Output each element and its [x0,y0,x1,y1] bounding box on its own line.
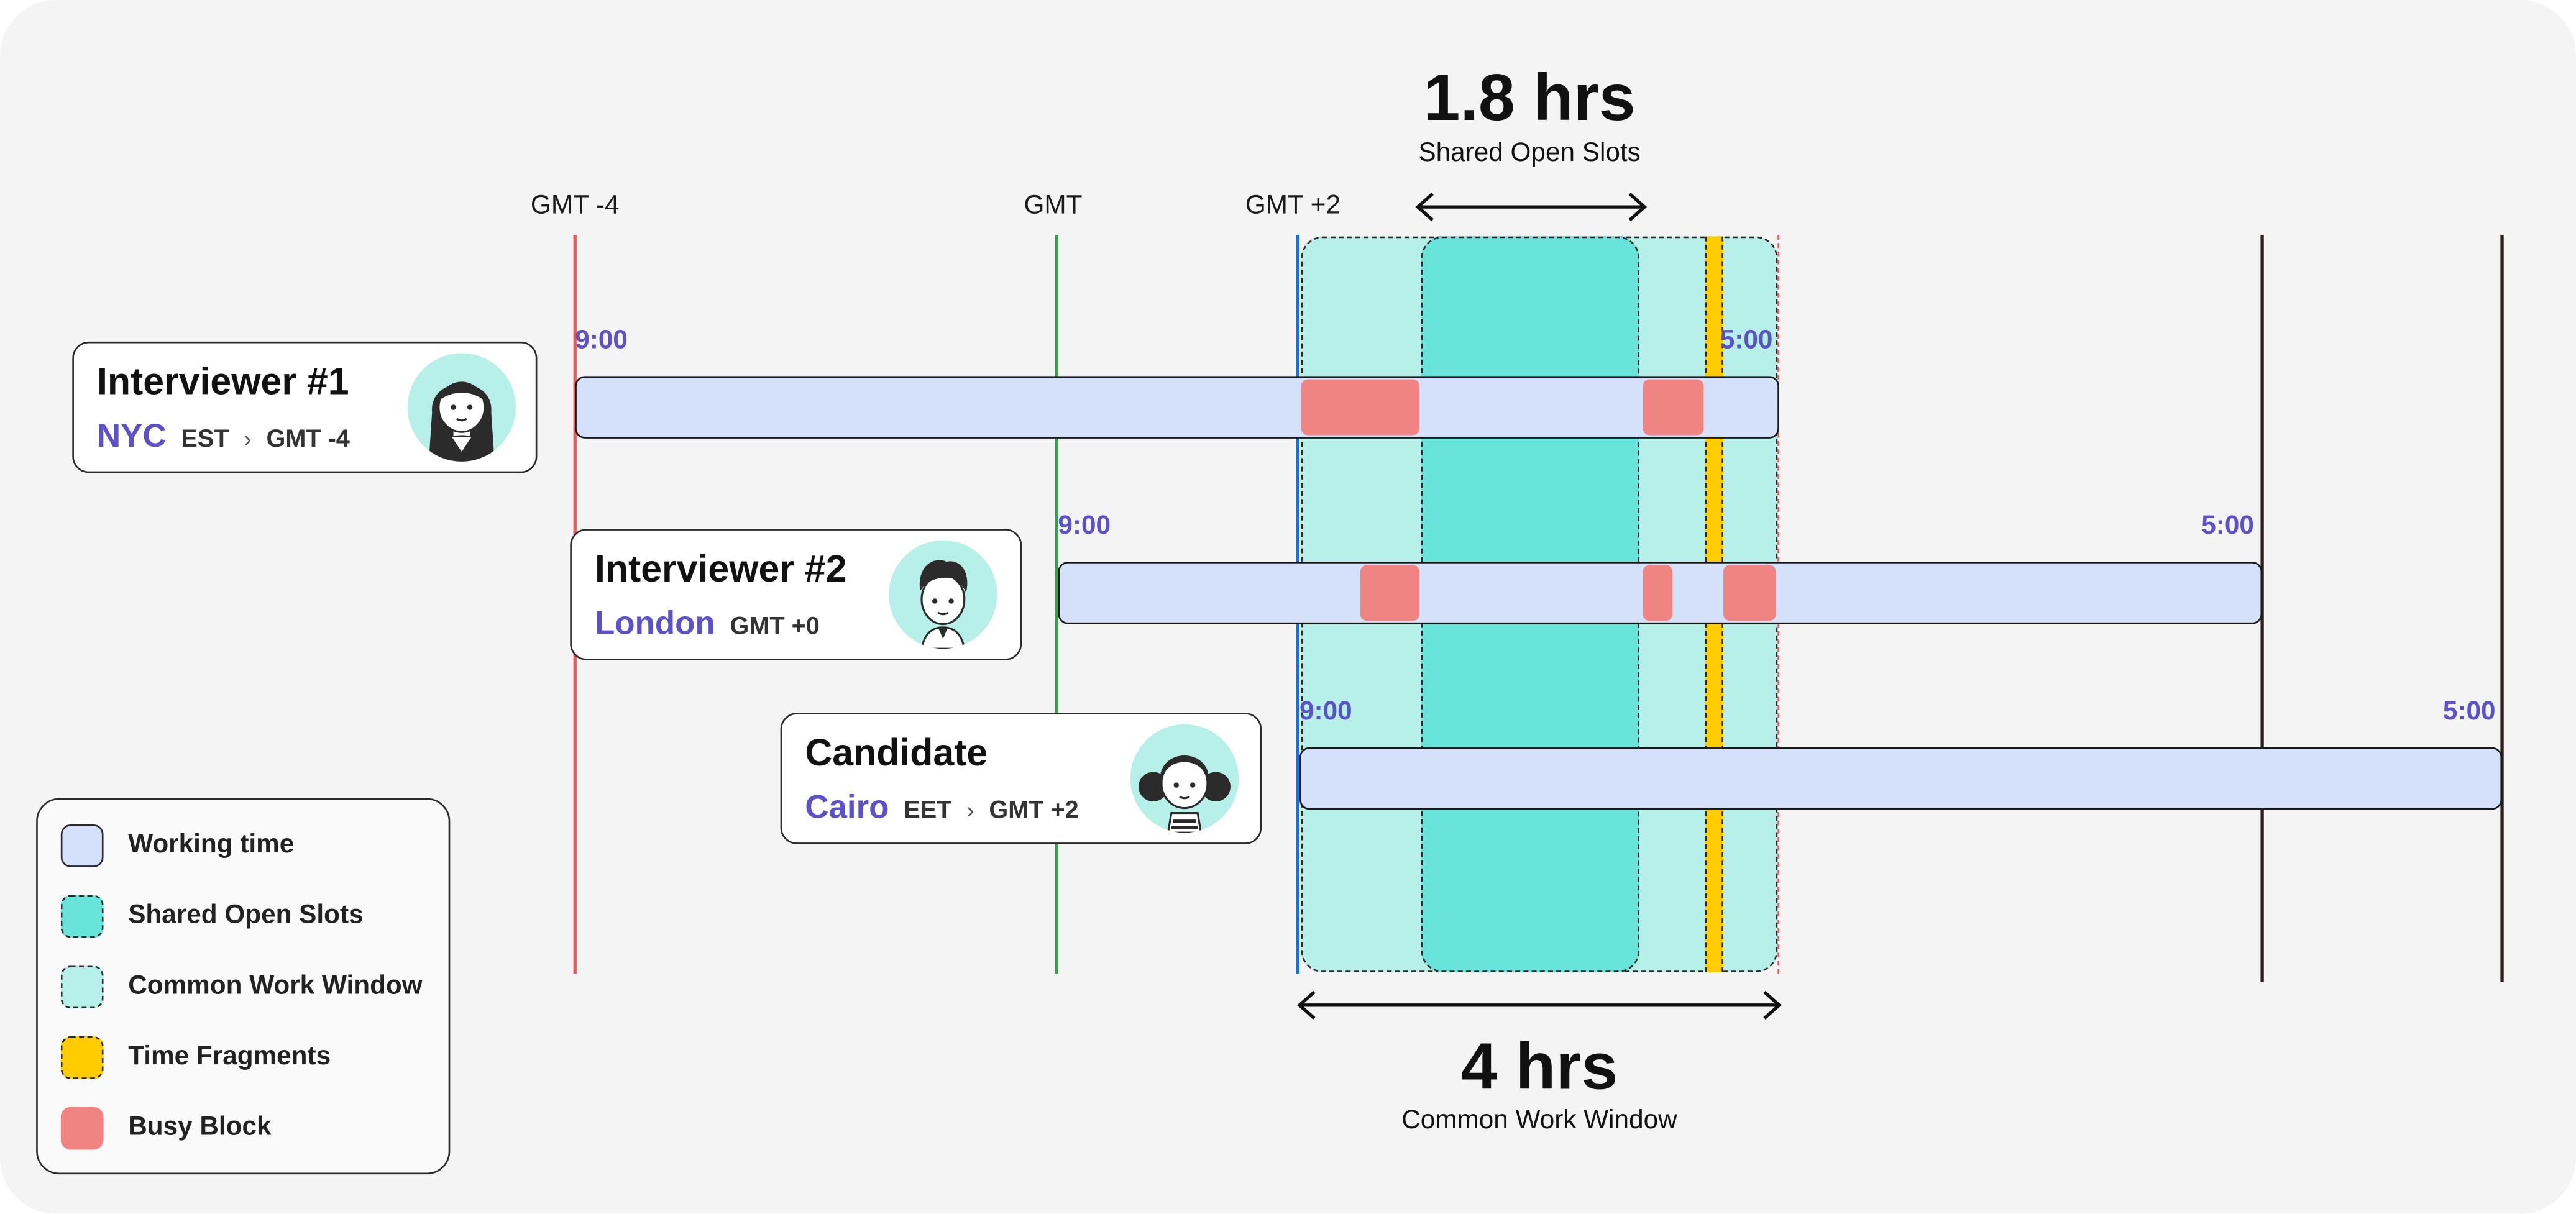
legend-item: Working time [60,823,295,869]
working-time-swatch [60,824,104,867]
cairo-end-time: 5:00 [2442,698,2496,726]
london-end-time: 5:00 [2201,512,2254,541]
shared-slots-label: Shared Open Slots [1418,139,1641,168]
participant-name: Candidate [805,731,988,774]
legend-label: Shared Open Slots [128,901,364,930]
participant-city: Cairo [805,790,889,826]
time-fragments-swatch [60,1036,104,1079]
nyc-end-time: 5:00 [1720,327,1773,355]
legend-item: Busy Block [60,1105,272,1151]
legend: Working time Shared Open Slots Common Wo… [36,798,451,1175]
common-window-swatch [60,965,104,1009]
woman-avatar-icon [407,353,516,462]
participant-zone: EST [181,425,229,454]
legend-label: Time Fragments [128,1043,331,1071]
legend-item: Common Work Window [60,964,423,1010]
london-busy-block [1643,565,1673,621]
participant-name: Interviewer #1 [96,359,349,403]
london-end-line [2260,235,2264,982]
legend-label: Common Work Window [128,972,423,1000]
girl-avatar-icon [1130,724,1239,833]
participant-offset: GMT +0 [730,613,820,641]
participant-location: Cairo EET › GMT +2 [805,790,1078,828]
legend-item: Shared Open Slots [60,893,364,939]
participant-city: London [594,606,715,642]
common-window-arrow-icon [1297,990,1782,1020]
london-start-time: 9:00 [1058,512,1111,541]
participant-offset: GMT +2 [989,796,1079,825]
legend-label: Busy Block [128,1113,272,1142]
busy-block-swatch [60,1107,104,1150]
nyc-working-time-bar [575,376,1779,439]
shared-slots-arrow-icon [1415,192,1648,222]
chevron-right-icon: › [966,796,974,823]
tz-label-gmt: GMT [1024,192,1083,221]
nyc-busy-block [1643,379,1704,436]
common-window-label: Common Work Window [1401,1107,1677,1135]
shared-slots-value: 1.8 hrs [1423,62,1636,135]
cairo-start-time: 9:00 [1299,698,1352,726]
nyc-start-time: 9:00 [575,327,628,355]
participant-name: Interviewer #2 [594,547,847,590]
cairo-end-line [2500,235,2504,982]
shared-slots-swatch [60,895,104,938]
tz-label-gmt-plus-2: GMT +2 [1245,192,1341,221]
nyc-busy-block [1301,379,1419,436]
man-avatar-icon [889,540,997,649]
london-busy-block [1723,565,1776,621]
participant-location: London GMT +0 [595,606,820,644]
participant-city: NYC [96,419,167,455]
participant-offset: GMT -4 [266,425,350,454]
common-window-value: 4 hrs [1460,1031,1618,1104]
cairo-working-time-bar [1299,747,2503,810]
participant-location: NYC EST › GMT -4 [97,419,350,457]
legend-item: Time Fragments [60,1034,331,1080]
london-busy-block [1360,565,1419,621]
participant-card-interviewer-1: Interviewer #1 NYC EST › GMT -4 [72,341,538,473]
participant-zone: EET [904,796,952,825]
participant-card-interviewer-2: Interviewer #2 London GMT +0 [570,529,1022,660]
tz-label-gmt-minus-4: GMT -4 [530,192,620,221]
legend-label: Working time [128,831,295,859]
chevron-right-icon: › [244,425,252,452]
gmt-line [1055,235,1058,974]
participant-card-candidate: Candidate Cairo EET › GMT +2 [780,713,1262,844]
